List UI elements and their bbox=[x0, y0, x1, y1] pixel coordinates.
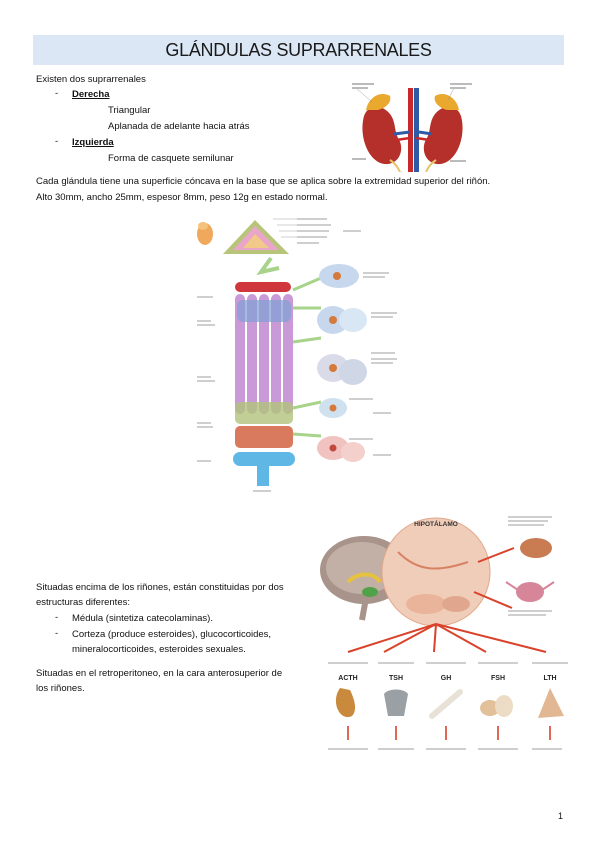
adrenal-histology-figure bbox=[193, 212, 401, 502]
bullet-dash: - bbox=[55, 612, 59, 623]
bullet-dash: - bbox=[55, 628, 59, 639]
bullet-dash: - bbox=[55, 88, 59, 99]
page-number: 1 bbox=[557, 811, 563, 821]
right-item: Triangular bbox=[108, 105, 151, 116]
right-item: Aplanada de adelante hacia atrás bbox=[108, 121, 250, 132]
structure-item: Corteza (produce esteroides), glucocorti… bbox=[72, 629, 272, 640]
structure-item: mineralocorticoides, esteroides sexuales… bbox=[72, 644, 246, 655]
page-title: GLÁNDULAS SUPRARRENALES bbox=[165, 39, 432, 60]
retro-text: Situadas en el retroperitoneo, en la car… bbox=[36, 668, 283, 679]
hormone-label: GH bbox=[441, 675, 452, 682]
hormone-label: TSH bbox=[389, 675, 403, 682]
retro-text: los riñones. bbox=[36, 683, 85, 694]
intro-text: Existen dos suprarrenales bbox=[36, 74, 146, 85]
surface-text: Cada glándula tiene una superficie cónca… bbox=[36, 176, 491, 187]
hormone-label: LTH bbox=[543, 675, 556, 682]
position-text: estructuras diferentes: bbox=[36, 597, 130, 608]
kidneys-adrenal-illustration bbox=[352, 83, 472, 172]
hormone-label: FSH bbox=[491, 675, 505, 682]
hypothalamus-pituitary-figure: HIPOTÁLAMO ACTH TSH GH FSH LTH bbox=[320, 516, 568, 750]
title-bar: GLÁNDULAS SUPRARRENALES bbox=[33, 35, 564, 65]
hipotalamo-label: HIPOTÁLAMO bbox=[414, 519, 458, 528]
right-gland-label: Derecha bbox=[72, 89, 110, 100]
left-gland-label: Izquierda bbox=[72, 137, 114, 148]
structure-item: Médula (sintetiza catecolaminas). bbox=[72, 613, 213, 624]
left-item: Forma de casquete semilunar bbox=[108, 153, 234, 164]
position-text: Situadas encima de los riñones, están co… bbox=[36, 582, 284, 593]
bullet-dash: - bbox=[55, 136, 59, 147]
hormone-label: ACTH bbox=[338, 675, 357, 682]
size-text: Alto 30mm, ancho 25mm, espesor 8mm, peso… bbox=[36, 192, 328, 203]
